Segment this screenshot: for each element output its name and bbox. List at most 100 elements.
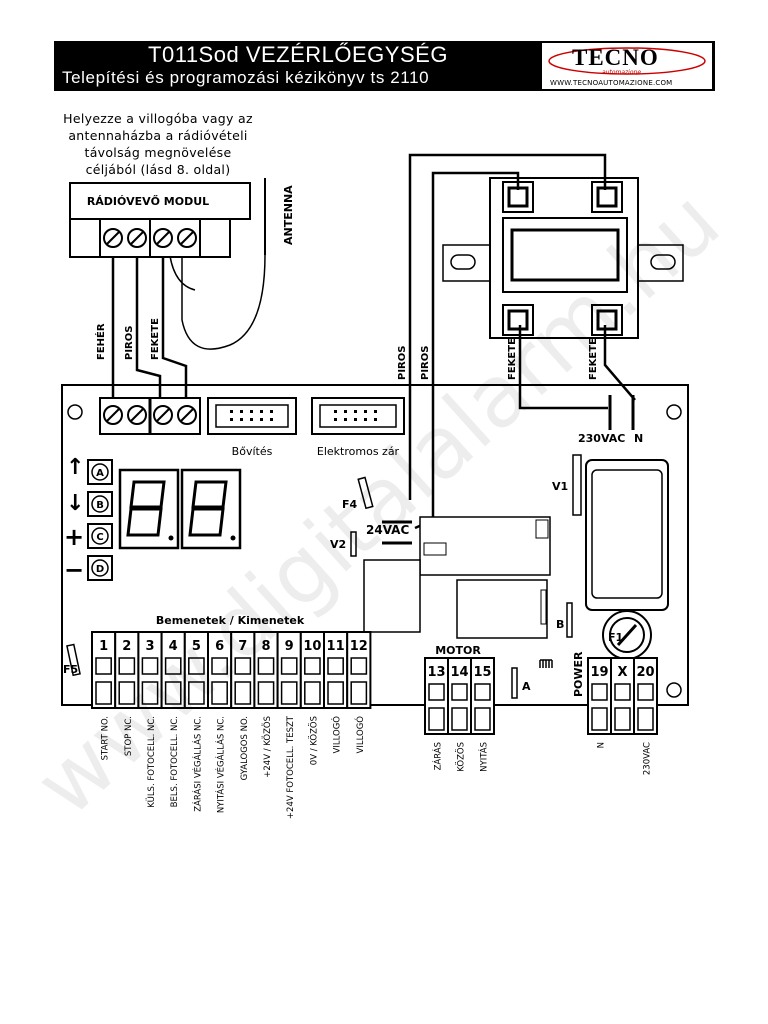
wire-black-label: FEKETE	[507, 338, 518, 380]
terminal-function-label: 230VAC	[643, 742, 653, 775]
antenna-label: ANTENNA	[282, 185, 295, 245]
terminal-number: 1	[99, 639, 108, 654]
terminal-io: 3	[137, 631, 163, 709]
power-title: POWER	[572, 651, 585, 697]
lock-connector: Elektromos zár	[311, 397, 405, 458]
terminal-number: 2	[122, 639, 131, 654]
terminal-number: 5	[192, 639, 201, 654]
fuse-f4: F4	[342, 476, 374, 511]
document-header: T011Sod VEZÉRLŐEGYSÉG Telepítési és prog…	[54, 41, 715, 91]
programming-buttons: ↑ ↓ + − A B C D	[64, 455, 113, 584]
terminal-io: 6	[207, 631, 233, 709]
terminal-number: 19	[590, 665, 608, 680]
terminal-motor: 15	[470, 657, 495, 735]
relay-block	[363, 516, 551, 639]
logo-subtitle: automazione	[602, 69, 642, 76]
terminal-number: 20	[636, 665, 654, 680]
document-subtitle: Telepítési és programozási kézikönyv ts …	[62, 68, 430, 87]
plus-icon: +	[64, 523, 84, 551]
neutral-label: N	[634, 432, 643, 445]
terminal-number: 11	[327, 639, 345, 654]
jumper-b-label: B	[556, 618, 564, 631]
seven-segment-display	[118, 468, 242, 550]
capacitor	[585, 459, 669, 611]
fuse-f1-label: F1	[608, 631, 623, 644]
button-a-label: A	[96, 468, 104, 479]
mounting-hole	[666, 404, 682, 420]
terminal-io: 1	[91, 631, 117, 709]
wire-white-label: FEHÉR	[94, 323, 107, 360]
terminal-function-label: NYITÁS	[478, 742, 490, 772]
terminal-number: 8	[261, 639, 270, 654]
motor-title: MOTOR	[435, 644, 481, 657]
control-board: Bővítés Elektromos zár ↑ ↓ + − A B C	[61, 384, 689, 706]
terminal-io: 12	[346, 631, 372, 709]
terminal-motor: 13	[424, 657, 449, 735]
terminal-number: 13	[427, 665, 445, 680]
terminal-io: 2	[114, 631, 140, 709]
logo-url: WWW.TECNOAUTOMAZIONE.COM	[550, 79, 673, 87]
logo-name: TECNO	[572, 45, 659, 70]
mounting-hole	[67, 404, 83, 420]
expansion-connector: Bővítés	[207, 397, 297, 458]
terminal-function-label: KÖZÖS	[456, 742, 467, 772]
ground-icon	[539, 659, 553, 668]
radio-placement-note: Helyezze a villogóba vagy az antennaházb…	[38, 110, 278, 178]
terminal-function-label: GYALOGOS NO.	[240, 716, 250, 780]
terminal-function-label: VILLOGÓ	[354, 716, 366, 754]
terminal-labels: START NO.STOP NC.KÜLS. FOTOCELL. NC.BELS…	[101, 715, 653, 819]
terminal-number: X	[617, 665, 627, 680]
terminal-number: 7	[238, 639, 247, 654]
terminal-number: 15	[473, 665, 491, 680]
button-d-label: D	[96, 564, 104, 575]
note-line: céljából (lásd 8. oldal)	[85, 162, 231, 177]
terminal-number: 3	[145, 639, 154, 654]
wire-black-label: FEKETE	[588, 338, 599, 380]
note-line: antennaházba a rádióvételi	[68, 128, 248, 143]
radio-module-label: RÁDIÓVEVŐ MODUL	[87, 194, 209, 208]
terminal-power: 20	[633, 657, 658, 735]
transformer-wires: PIROS PIROS FEKETE FEKETE 230VAC N	[397, 153, 643, 530]
terminal-number: 6	[215, 639, 224, 654]
terminal-io: 8	[253, 631, 279, 709]
note-line: távolság megnövelése	[84, 145, 232, 160]
lock-label: Elektromos zár	[317, 445, 400, 458]
supply-label: 230VAC	[578, 432, 625, 445]
terminal-function-label: STOP NC.	[124, 716, 134, 756]
fuse-f1: F1	[602, 610, 652, 660]
terminal-io: 9	[276, 631, 302, 709]
fuse-f4-label: F4	[342, 498, 358, 511]
brand-logo: TECNO automazione WWW.TECNOAUTOMAZIONE.C…	[542, 43, 712, 89]
terminal-power: X	[610, 657, 635, 735]
terminal-number: 9	[285, 639, 294, 654]
jumper-a-label: A	[522, 680, 531, 693]
expansion-label: Bővítés	[232, 445, 273, 458]
terminal-io: 10	[299, 631, 325, 709]
terminal-number: 4	[169, 639, 178, 654]
terminal-io: 5	[183, 631, 210, 709]
terminal-io: 7	[230, 631, 256, 709]
terminal-function-label: 0V / KÖZÖS	[308, 716, 319, 765]
terminal-number: 10	[303, 639, 321, 654]
button-c-label: C	[96, 532, 103, 543]
terminal-io: 11	[323, 631, 349, 709]
label-24vac: 24VAC	[366, 523, 409, 537]
jumper-b	[566, 602, 573, 638]
terminal-function-label: BELS. FOTOCELL. NC.	[170, 716, 180, 807]
minus-icon: −	[64, 556, 84, 584]
terminal-function-label: +24V / KÖZÖS	[262, 716, 273, 778]
varistor-v2-label: V2	[330, 538, 346, 551]
terminal-function-label: N	[597, 742, 607, 748]
varistor-v1-label: V1	[552, 480, 568, 493]
terminal-number: 12	[350, 639, 368, 654]
fuse-f5-label: F5	[63, 663, 78, 676]
terminal-function-label: START NO.	[101, 716, 111, 760]
jumper-a	[511, 667, 518, 699]
wire-red-label: PIROS	[124, 326, 135, 360]
document-title: T011Sod VEZÉRLŐEGYSÉG	[148, 42, 448, 67]
transformer	[442, 177, 684, 339]
terminal-number: 14	[450, 665, 468, 680]
terminal-function-label: VILLOGÓ	[331, 716, 343, 754]
